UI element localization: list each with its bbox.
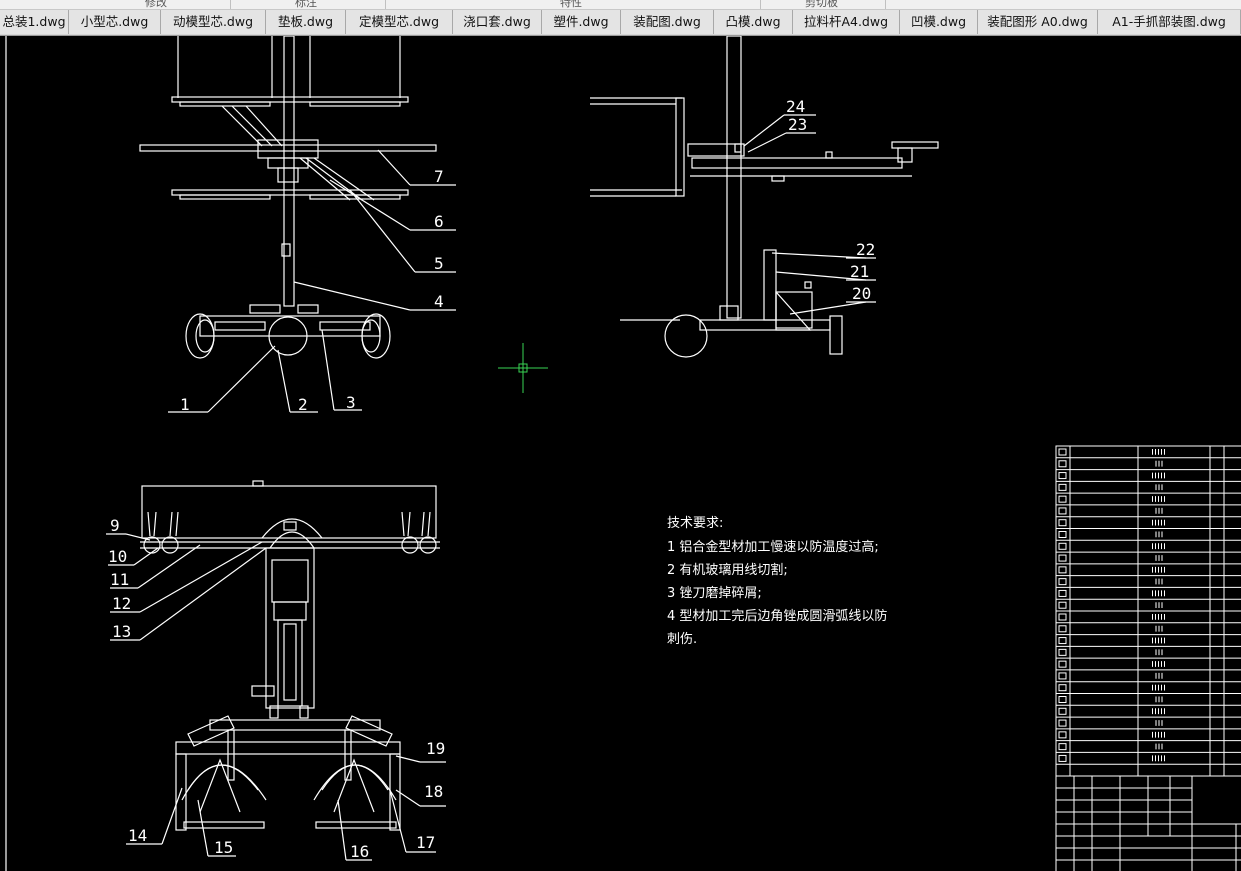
balloon-2: 2 <box>298 395 308 414</box>
balloon-5: 5 <box>434 254 444 273</box>
top-view <box>140 480 440 831</box>
tech-requirement-3: 3 锉刀磨掉碎屑; <box>667 586 762 601</box>
parts-list-row-marker <box>1058 554 1067 562</box>
parts-list-row-marker <box>1058 637 1067 645</box>
parts-list-row-marker <box>1058 589 1067 597</box>
balloon-21: 21 <box>850 262 869 281</box>
parts-list-row-marker <box>1058 566 1067 574</box>
tech-requirement-4: 4 型材加工完后边角锉成圆滑弧线以防 <box>667 609 888 624</box>
file-tab-bar: 总装1.dwg 小型芯.dwg 动模型芯.dwg 垫板.dwg 定模型芯.dwg… <box>0 10 1241 36</box>
parts-list-row-marker <box>1058 483 1067 491</box>
crosshair-cursor-icon <box>498 343 548 393</box>
tech-requirements-title: 技术要求: <box>667 516 724 531</box>
parts-list-row-marker <box>1058 519 1067 527</box>
tab-file-7[interactable]: 装配图.dwg <box>621 10 714 34</box>
balloon-16: 16 <box>350 842 369 861</box>
ribbon-panel-labels: 修改 标注 特性 剪切板 <box>0 0 1241 10</box>
parts-list-table <box>1055 445 1241 871</box>
tab-file-1[interactable]: 小型芯.dwg <box>69 10 161 34</box>
tech-requirement-4-cont: 刺伤. <box>667 632 698 647</box>
balloon-18: 18 <box>424 782 443 801</box>
parts-list-row-marker <box>1058 731 1067 739</box>
parts-list-row-marker <box>1058 696 1067 703</box>
parts-list-row-marker <box>1058 648 1067 656</box>
balloon-23: 23 <box>788 115 807 134</box>
ribbon-group-annotation[interactable]: 标注 <box>295 0 317 9</box>
parts-list-row-marker <box>1058 707 1067 715</box>
balloon-7: 7 <box>434 167 444 186</box>
parts-list-row-marker <box>1058 472 1067 480</box>
ribbon-group-properties[interactable]: 特性 <box>560 0 582 9</box>
balloon-3: 3 <box>346 393 356 412</box>
tech-requirement-2: 2 有机玻璃用线切割; <box>667 563 788 578</box>
tab-file-4[interactable]: 定模型芯.dwg <box>346 10 453 34</box>
drawing-canvas[interactable]: 7 6 5 4 1 2 3 24 23 22 21 20 9 10 11 12 … <box>0 36 1241 871</box>
tab-file-11[interactable]: 装配图形 A0.dwg <box>978 10 1098 34</box>
parts-list-row-marker <box>1058 542 1067 550</box>
parts-list-row-marker <box>1058 613 1067 621</box>
balloon-15: 15 <box>214 838 233 857</box>
top-view-leaders <box>106 533 446 861</box>
parts-list-row-marker <box>1058 531 1067 538</box>
parts-list-row-marker <box>1058 460 1067 468</box>
parts-list-row-marker <box>1058 660 1067 668</box>
balloon-22: 22 <box>856 240 875 259</box>
balloon-1: 1 <box>180 395 190 414</box>
parts-list-row-marker <box>1058 754 1067 762</box>
balloon-4: 4 <box>434 292 444 311</box>
side-view <box>590 36 939 358</box>
parts-list-row-marker <box>1058 601 1067 609</box>
balloon-12: 12 <box>112 594 131 613</box>
balloon-24: 24 <box>786 97 805 116</box>
balloon-9: 9 <box>110 516 120 535</box>
balloon-17: 17 <box>416 833 435 852</box>
parts-list-row-marker <box>1058 743 1067 751</box>
ribbon-group-modify[interactable]: 修改 <box>145 0 167 9</box>
balloon-11: 11 <box>110 570 129 589</box>
parts-list-row-marker <box>1058 625 1067 633</box>
balloon-19: 19 <box>426 739 445 758</box>
cad-drawing: 7 6 5 4 1 2 3 24 23 22 21 20 9 10 11 12 … <box>5 36 1241 871</box>
tab-file-0[interactable]: 总装1.dwg <box>0 10 69 34</box>
parts-list-row-marker <box>1058 672 1067 680</box>
parts-list-row-marker <box>1058 448 1067 456</box>
front-view-leaders <box>168 149 456 413</box>
balloon-10: 10 <box>108 547 127 566</box>
parts-list-row-marker <box>1058 495 1067 503</box>
ribbon-group-clipboard[interactable]: 剪切板 <box>805 0 838 9</box>
parts-list-row-marker <box>1058 507 1067 515</box>
balloon-14: 14 <box>128 826 147 845</box>
tab-file-2[interactable]: 动模型芯.dwg <box>161 10 266 34</box>
tab-file-3[interactable]: 垫板.dwg <box>266 10 346 34</box>
tab-file-9[interactable]: 拉料杆A4.dwg <box>793 10 900 34</box>
parts-list-row-marker <box>1058 719 1067 727</box>
parts-list-row-marker <box>1058 684 1067 692</box>
tab-file-12[interactable]: A1-手抓部装图.dwg <box>1098 10 1241 34</box>
side-view-leaders <box>743 114 876 315</box>
balloon-20: 20 <box>852 284 871 303</box>
parts-list-row-marker <box>1058 578 1067 586</box>
tab-file-5[interactable]: 浇口套.dwg <box>453 10 542 34</box>
tab-file-6[interactable]: 塑件.dwg <box>542 10 621 34</box>
tech-requirement-1: 1 铝合金型材加工慢速以防温度过高; <box>667 540 879 555</box>
balloon-6: 6 <box>434 212 444 231</box>
front-view <box>139 36 437 359</box>
tab-file-8[interactable]: 凸模.dwg <box>714 10 793 34</box>
balloon-13: 13 <box>112 622 131 641</box>
tab-file-10[interactable]: 凹模.dwg <box>900 10 978 34</box>
